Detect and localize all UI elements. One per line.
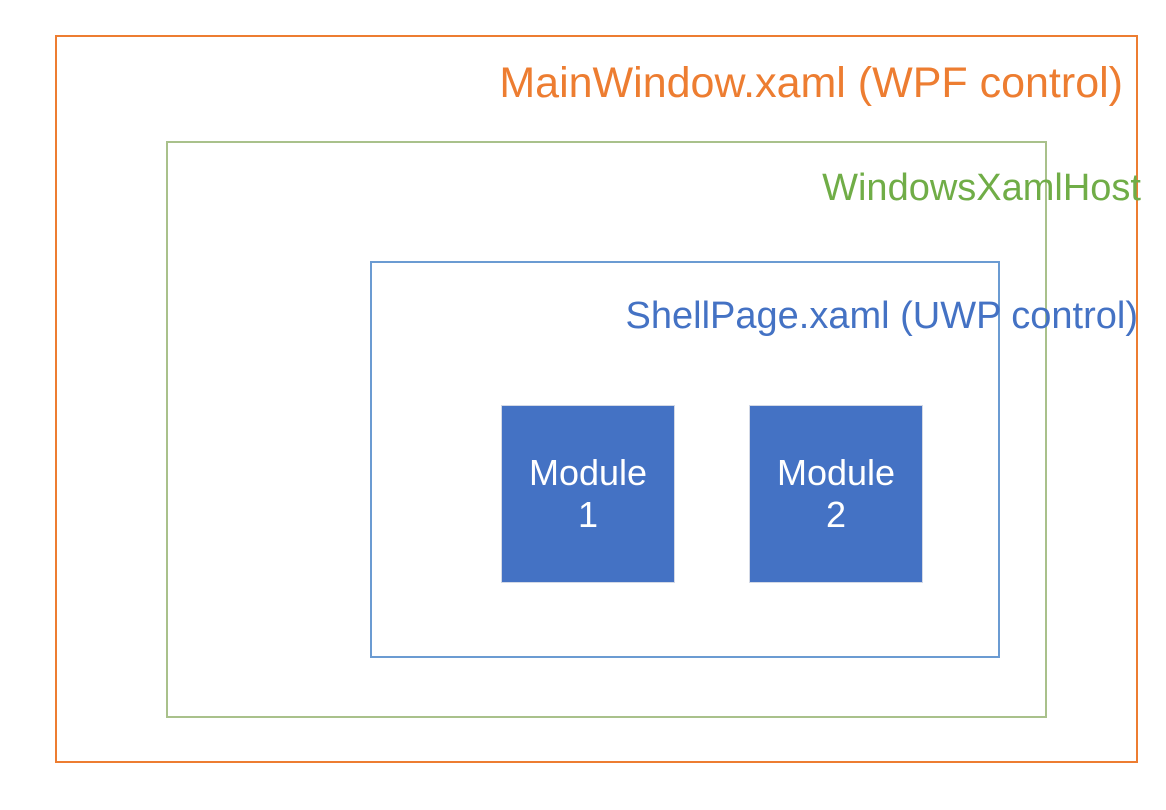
layer-mainwindow-rect: [55, 35, 1138, 763]
module-1-index: 1: [577, 494, 599, 535]
module-1-name: Module: [528, 451, 648, 493]
layer-windowsxamlhost-rect: [166, 141, 1047, 718]
layer-shellpage-rect: [370, 261, 1000, 658]
layer-windowsxamlhost-label: WindowsXamlHost: [822, 167, 1141, 209]
module-2-index: 2: [825, 494, 847, 535]
module-box-2: Module 2: [749, 405, 923, 583]
layer-shellpage-label: ShellPage.xaml (UWP control): [625, 295, 1138, 337]
module-box-1: Module 1: [501, 405, 675, 583]
module-2-name: Module: [776, 451, 896, 493]
layer-mainwindow-label: MainWindow.xaml (WPF control): [499, 59, 1123, 107]
